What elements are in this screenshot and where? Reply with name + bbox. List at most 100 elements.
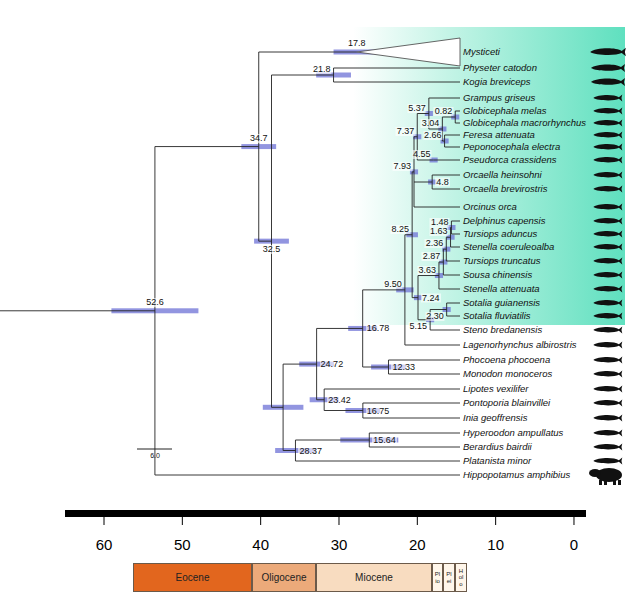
animal-silhouette bbox=[593, 144, 622, 151]
branch bbox=[405, 234, 412, 235]
taxon-name: Berardius bairdii bbox=[463, 442, 532, 452]
taxon-name: Globicephala macrorhynchus bbox=[463, 118, 586, 128]
taxon-name: Mysticeti bbox=[463, 47, 500, 57]
animal-silhouette bbox=[593, 218, 622, 225]
branch bbox=[417, 160, 433, 161]
axis-tick bbox=[260, 517, 261, 525]
branch bbox=[155, 475, 460, 476]
branch bbox=[272, 75, 334, 76]
epoch-name: Oligocene bbox=[261, 572, 306, 583]
branch bbox=[445, 147, 460, 148]
branch bbox=[334, 82, 460, 83]
node-age: 15.64 bbox=[372, 436, 397, 445]
animal-silhouette bbox=[593, 186, 622, 193]
axis-tick-label: 60 bbox=[96, 537, 113, 552]
branch bbox=[0, 310, 155, 311]
epoch-name: Eocene bbox=[176, 572, 210, 583]
branch bbox=[451, 234, 460, 235]
epoch-name: Miocene bbox=[355, 572, 393, 583]
node-age: 12.33 bbox=[391, 363, 416, 372]
node-age: 16.75 bbox=[366, 406, 391, 415]
animal-silhouette bbox=[593, 313, 622, 320]
animal-silhouette bbox=[593, 108, 622, 115]
taxon-name: Pseudorca crassidens bbox=[463, 155, 556, 165]
axis-tick-label: 40 bbox=[252, 537, 269, 552]
node-age: 5.37 bbox=[407, 104, 427, 113]
axis-tick-label: 50 bbox=[174, 537, 191, 552]
node-age: 24.72 bbox=[320, 360, 345, 369]
node-age: 7.37 bbox=[396, 127, 416, 136]
branch bbox=[447, 303, 460, 304]
node-age: 28.37 bbox=[298, 446, 323, 455]
node-age: 8.25 bbox=[391, 225, 411, 234]
branch bbox=[412, 171, 414, 172]
branch bbox=[388, 374, 460, 375]
animal-silhouette bbox=[590, 48, 626, 56]
branch bbox=[405, 345, 460, 346]
taxon-name: Delphinus capensis bbox=[463, 216, 545, 226]
axis-tick-label: 10 bbox=[487, 537, 504, 552]
epoch-band: Plei bbox=[443, 563, 455, 592]
epoch-name: Holo bbox=[458, 568, 464, 588]
taxon-name: Feresa attenuata bbox=[463, 130, 535, 140]
branch bbox=[432, 189, 460, 190]
node-age: 2.30 bbox=[425, 312, 445, 321]
node-age: 3.63 bbox=[417, 266, 437, 275]
branch bbox=[445, 135, 460, 136]
branch bbox=[446, 261, 460, 262]
node-age: 2.36 bbox=[425, 239, 445, 248]
node-age: 3.04 bbox=[421, 119, 441, 128]
branch bbox=[429, 129, 443, 130]
animal-silhouette bbox=[593, 231, 622, 238]
node-age: 23.42 bbox=[327, 395, 352, 404]
node-age: 52.6 bbox=[145, 298, 165, 307]
node-age: 2.87 bbox=[422, 252, 442, 261]
branch bbox=[432, 175, 460, 176]
taxon-name: Pontoporia blainvillei bbox=[463, 398, 550, 408]
animal-silhouette bbox=[591, 78, 625, 86]
epoch-band: Oligocene bbox=[252, 563, 316, 592]
taxon-name: Hyperoodon ampullatus bbox=[463, 428, 563, 438]
axis-tick bbox=[495, 517, 496, 525]
taxon-name: Platanista minor bbox=[463, 456, 531, 466]
branch bbox=[295, 461, 460, 462]
epoch-band: Plio bbox=[432, 563, 443, 592]
branch bbox=[363, 367, 389, 368]
branch bbox=[324, 389, 460, 390]
branch bbox=[439, 289, 460, 290]
branch bbox=[369, 433, 460, 434]
branch bbox=[451, 221, 452, 234]
branch bbox=[412, 297, 418, 298]
taxon-name: Sotalia fluviatilis bbox=[463, 311, 531, 321]
branch bbox=[363, 403, 460, 404]
age-bars bbox=[111, 50, 459, 454]
animal-silhouette bbox=[593, 415, 622, 422]
branch bbox=[451, 221, 460, 222]
taxon-name: Stenella attenuata bbox=[463, 284, 540, 294]
time-axis-bar bbox=[65, 510, 586, 517]
taxon-name: Kogia breviceps bbox=[463, 77, 531, 87]
clade-highlight bbox=[353, 27, 625, 325]
taxon-name: Tursiops truncatus bbox=[463, 256, 540, 266]
epoch-band: Holo bbox=[455, 563, 467, 592]
animal-silhouette bbox=[593, 204, 622, 211]
branch bbox=[417, 113, 429, 114]
branch bbox=[363, 289, 405, 290]
animal-silhouette bbox=[593, 371, 622, 378]
branch bbox=[414, 182, 432, 183]
animal-silhouette bbox=[593, 327, 622, 334]
node-age: 2.66 bbox=[423, 131, 443, 140]
axis-tick-label: 0 bbox=[570, 537, 578, 552]
animal-silhouette bbox=[593, 430, 622, 437]
scale-label: 6.0 bbox=[150, 452, 160, 459]
taxon-name: Physeter catodon bbox=[463, 63, 537, 73]
taxon-name: Stenella coeruleoalba bbox=[463, 242, 554, 252]
taxon-name: Lipotes vexilifer bbox=[463, 384, 528, 394]
node-age: 7.24 bbox=[421, 293, 441, 302]
taxon-name: Orcinus orca bbox=[463, 202, 517, 212]
silhouettes bbox=[589, 48, 626, 485]
